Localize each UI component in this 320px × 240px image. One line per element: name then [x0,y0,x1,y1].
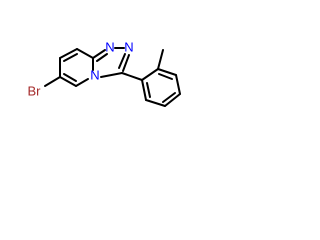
bond-c6-c5-inner [63,73,77,82]
atom-label-n1: N [105,40,114,55]
bond-c8-c7-inner [63,53,78,62]
bond-c3-aryl [121,72,143,81]
atom-labels: Br N N N [28,40,134,99]
tolyl-ring-bonds [141,49,181,107]
bond-ar5-ar6 [145,99,166,107]
bond-n2-c3-double [118,53,126,69]
bond-c8a-c8 [76,48,94,59]
bond-c6-c5 [59,76,77,87]
bond-ar1-ar2 [141,68,159,81]
atom-label-br: Br [28,84,42,99]
bond-ar2-methyl [157,49,164,70]
atom-label-n4: N [90,68,99,83]
bond-c5-n4 [75,78,89,87]
bond-n2-c3 [122,54,130,72]
bond-c6-br [44,76,61,87]
bond-c8a-n1-double [96,53,108,62]
bond-ar3-ar4 [175,74,181,95]
bond-c8-c7 [59,48,78,59]
bond-c8a-n1 [92,49,106,59]
bond-ar6-ar1-inner [146,82,151,98]
triazole-ring-bonds [92,47,143,81]
pyridine-ring-bonds [44,48,94,87]
chemical-structure-diagram: Br N N N [28,40,181,107]
bond-ar4-ar5 [164,93,181,107]
bond-ar2-ar3-inner [158,73,173,80]
bond-ar2-ar3 [157,68,177,76]
bond-ar4-ar5-inner [162,92,176,103]
bond-c3-n4 [100,72,123,78]
atom-label-n2: N [124,40,133,55]
bond-ar6-ar1 [141,79,147,101]
